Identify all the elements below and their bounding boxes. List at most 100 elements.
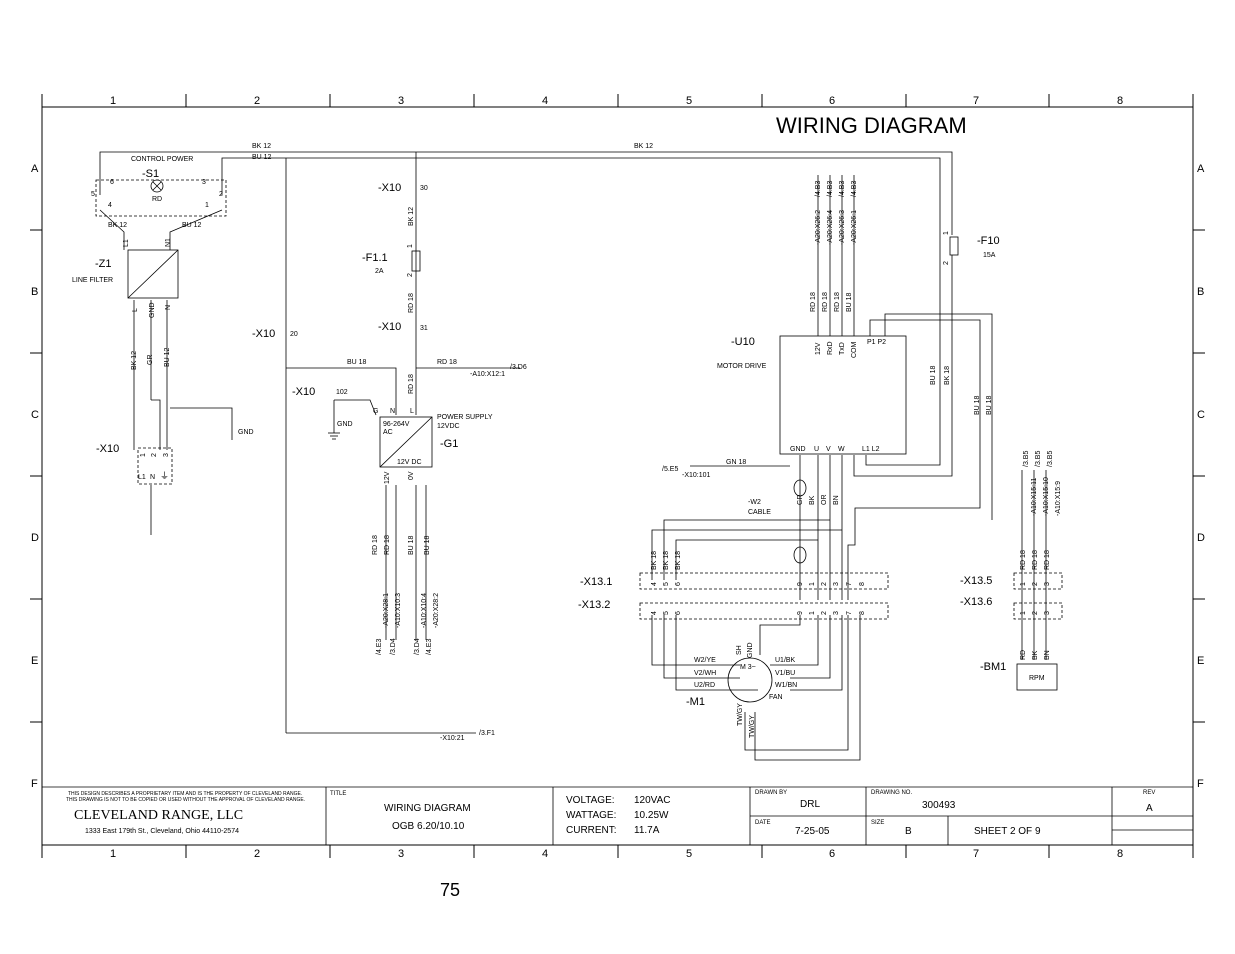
control-power-switch <box>95 179 227 217</box>
xref-b5-2: /3.B5 <box>1035 451 1042 467</box>
col-3-bottom: 3 <box>398 848 404 860</box>
x131-pin-7: 7 <box>846 582 853 586</box>
s1-pin-1: 1 <box>205 202 209 209</box>
wires <box>99 151 1047 761</box>
col-8: 8 <box>1117 95 1123 107</box>
x10-30-pin: 30 <box>420 185 428 192</box>
date-label: DATE <box>755 820 771 826</box>
z1-ref: -Z1 <box>95 258 112 270</box>
col-5: 5 <box>686 95 692 107</box>
m1-gnd: GND <box>747 642 754 658</box>
x136-pin-1: 1 <box>1020 611 1027 615</box>
xref-x10-21-ref: /3.F1 <box>479 730 495 737</box>
wire-g1-out-3: BU 18 <box>408 535 415 555</box>
x135-pin-3: 3 <box>1044 582 1051 586</box>
wire-u10-top-4: BU 18 <box>846 292 853 312</box>
wire-bu12-z1: BU 12 <box>164 347 171 367</box>
gnd-label-2: GND <box>337 421 353 428</box>
xref-b5-1: /3.B5 <box>1023 451 1030 467</box>
xref-a20-node-2: -A20:X26:4 <box>827 210 834 245</box>
u10-pin-rxd: RxD <box>827 341 834 355</box>
wire-g1-out-2: RD 18 <box>384 535 391 555</box>
x10-30-ref: -X10 <box>378 182 401 194</box>
bm1-wire-bk: BK <box>1032 650 1039 660</box>
x10-main-num-3: 3 <box>163 453 170 457</box>
m1-lead-u1: U1/BK <box>775 657 796 664</box>
xref-a10-x12: -A10:X12:1 <box>470 371 505 378</box>
u10-pin-u: U <box>814 446 819 453</box>
x10-main-pin-gnd: ⏚ <box>160 471 169 481</box>
col-1-bottom: 1 <box>110 848 116 860</box>
wire-x131-bk18-3: BK 18 <box>675 551 682 570</box>
x131-pin-3: 3 <box>833 582 840 586</box>
x135-ref: -X13.5 <box>960 575 992 587</box>
title-label: TITLE <box>330 791 346 797</box>
g1-pin-l: L <box>410 408 414 415</box>
x136-pin-2: 2 <box>1032 611 1039 615</box>
m1-ref: -M1 <box>686 696 705 708</box>
s1-pin-4: 4 <box>108 202 112 209</box>
column-markers-top: 1 2 3 4 5 6 7 8 <box>41 94 1194 107</box>
wire-gr-z1: GR <box>147 355 154 366</box>
wire-labels: BK 12 BU 12 BK 12 BK 12 BU 12 BK 12 RD 1… <box>108 143 1051 570</box>
g1-sub: 12VDC <box>437 423 460 430</box>
motor-symbol <box>727 657 773 703</box>
g1-input2: AC <box>383 429 393 436</box>
gnd-label-1: GND <box>238 429 254 436</box>
terminal-strips <box>137 447 1063 620</box>
x131-pin-2: 2 <box>821 582 828 586</box>
x10-main-pin-n: N <box>150 474 155 481</box>
power-supply-box <box>379 416 433 468</box>
u10-ref: -U10 <box>731 336 755 348</box>
xref-a20-node-3: -A20:X26:3 <box>839 210 846 245</box>
u10-pin-txd: TxD <box>839 342 846 355</box>
m1-twgy-2: TW/GY <box>749 715 756 738</box>
wattage-value: 10.25W <box>634 810 669 821</box>
x10-31-pin: 31 <box>420 325 428 332</box>
x132-pin-3: 3 <box>833 611 840 615</box>
x10-31-ref: -X10 <box>378 321 401 333</box>
xref-a20-1: /4.B3 <box>815 181 822 197</box>
f10-pin-2: 2 <box>943 261 950 265</box>
bm1-wire-bn: BN <box>1044 650 1051 660</box>
motor-drive-box <box>779 335 907 455</box>
wire-g1-out-4: BU 18 <box>424 535 431 555</box>
row-b-right: B <box>1197 286 1204 298</box>
xref-g1-dest-3: -A10:X10:4 <box>421 593 428 628</box>
col-7-bottom: 7 <box>973 848 979 860</box>
xref-g1-ref-2: /3.D4 <box>390 638 397 655</box>
z1-label: LINE FILTER <box>72 277 113 284</box>
company-name: CLEVELAND RANGE, LLC <box>74 808 243 823</box>
col-2: 2 <box>254 95 260 107</box>
bm1-wire-rd: RD <box>1020 650 1027 660</box>
wire-u10-right-1: BU 18 <box>930 365 937 385</box>
xref-b5-node-2: -A10:X15:10 <box>1043 477 1050 516</box>
g1-pin-g: G <box>373 408 378 415</box>
wire-u10-top-2: RD 18 <box>822 292 829 312</box>
x10-102-pin: 102 <box>336 389 348 396</box>
u10-pins-l: L1 L2 <box>862 446 880 453</box>
z1-pin-n: N <box>165 305 172 310</box>
row-a: A <box>31 163 39 175</box>
x131-pin-6: 6 <box>675 582 682 586</box>
u10-pin-w: W <box>838 446 845 453</box>
col-3: 3 <box>398 95 404 107</box>
row-e: E <box>31 655 38 667</box>
x132-pin-7: 7 <box>846 611 853 615</box>
current-label: CURRENT: <box>566 825 617 836</box>
xref-a20-node-1: -A20:X26:2 <box>815 210 822 245</box>
x10-20-pin: 20 <box>290 331 298 338</box>
x132-pin-2: 2 <box>821 611 828 615</box>
wire-rd18-g1: RD 18 <box>408 374 415 394</box>
s1-pin-2: 2 <box>219 191 223 198</box>
xref-x10-101: -X10:101 <box>682 472 711 479</box>
x10-main-num-1: 1 <box>140 453 147 457</box>
rev-label: REV <box>1143 790 1155 796</box>
x131-pin-1: 1 <box>809 582 816 586</box>
xref-g1-dest-2: -A10:X10:3 <box>395 593 402 628</box>
col-1: 1 <box>110 95 116 107</box>
drawing-border <box>41 106 1194 846</box>
col-5-bottom: 5 <box>686 848 692 860</box>
z1-pin-gnd: GND <box>149 302 156 318</box>
